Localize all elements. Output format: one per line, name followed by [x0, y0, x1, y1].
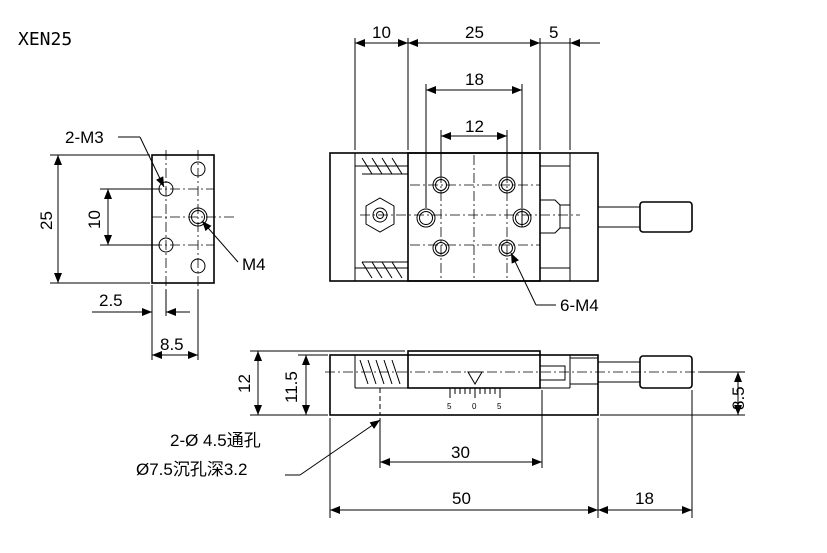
- top-view-stage: [407, 152, 541, 282]
- stage-hole-6: [498, 239, 516, 257]
- front-dim-8-5: 8.5: [729, 386, 748, 410]
- m4-hole-side: [188, 207, 208, 227]
- scale-pointer: [467, 371, 483, 385]
- hole-note-through: 2-Ø 4.5通孔: [170, 431, 261, 450]
- front-micrometer-clamp: [540, 365, 566, 381]
- scale-label-left: 5: [447, 402, 452, 411]
- label-2-m3: 2-M3: [65, 128, 104, 147]
- stage-hole-1: [432, 176, 450, 194]
- top-view: 10 25 5 18 12 6-M4: [329, 23, 693, 315]
- stage-hole-3: [416, 208, 436, 228]
- label-m4: M4: [242, 255, 266, 274]
- spring-top: [361, 157, 408, 175]
- side-dim-8-5: 8.5: [160, 335, 184, 354]
- side-view: 25 10 2-M3 M4 2.5 8.5: [37, 128, 266, 360]
- stage-hole-2: [498, 176, 516, 194]
- top-dim-12: 12: [465, 117, 484, 136]
- scale-label-center: 0: [472, 402, 477, 411]
- scale-ticks: [449, 388, 501, 398]
- micrometer-clamp: [540, 199, 561, 234]
- top-dim-25: 25: [465, 23, 484, 42]
- front-view-base: [329, 354, 599, 416]
- hole-note-counterbore: Ø7.5沉孔深3.2: [136, 460, 248, 479]
- micrometer-thimble: [639, 201, 693, 233]
- front-dim-12: 12: [235, 374, 254, 393]
- hex-nut: [365, 197, 395, 233]
- model-title: XEN25: [18, 29, 72, 50]
- side-dim-25: 25: [37, 211, 56, 230]
- front-dim-11-5: 11.5: [282, 371, 301, 403]
- front-dim-50: 50: [452, 489, 471, 508]
- label-6-m4: 6-M4: [560, 296, 599, 315]
- front-view: 5 0 5 12 11.5 8.5 30 50 18: [136, 350, 748, 518]
- front-dim-30: 30: [451, 443, 470, 462]
- spring-bottom: [361, 261, 408, 279]
- front-dim-18: 18: [635, 489, 654, 508]
- top-dim-5: 5: [549, 23, 558, 42]
- scale-label-right: 5: [497, 402, 502, 411]
- stage-hole-5: [432, 239, 450, 257]
- side-dim-2-5: 2.5: [99, 291, 123, 310]
- top-dim-18: 18: [465, 70, 484, 89]
- side-dim-10: 10: [85, 210, 104, 229]
- front-micrometer-thimble: [639, 355, 693, 389]
- top-dim-10: 10: [372, 23, 391, 42]
- micrometer-sleeve: [597, 206, 641, 228]
